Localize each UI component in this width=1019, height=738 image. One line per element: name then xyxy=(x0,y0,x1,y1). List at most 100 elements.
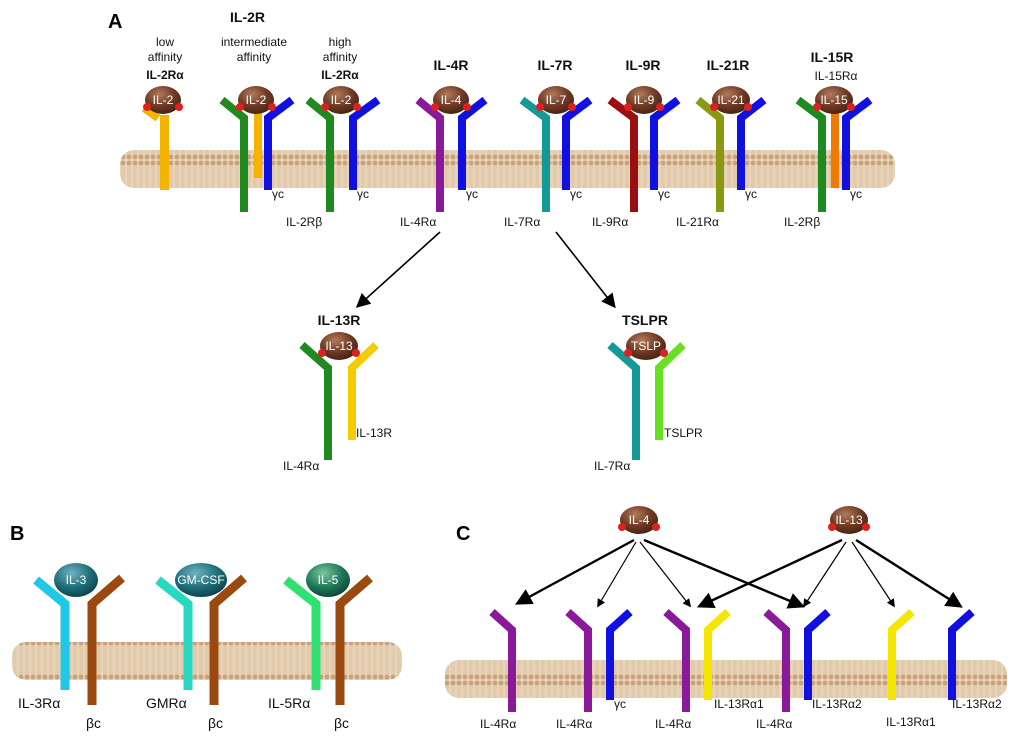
ligand-il9: IL-9 xyxy=(624,86,664,114)
receptor-c-il13ra1-2 xyxy=(888,609,915,700)
il13r-chain-label: IL-13R xyxy=(356,426,392,440)
c-il13ra1-label-1: IL-13Rα1 xyxy=(714,697,764,711)
panel-label-a: A xyxy=(108,11,122,33)
receptor-gmra xyxy=(155,576,193,690)
receptor-gc-il4r xyxy=(458,96,488,190)
tslpr-il7ra-label: IL-7Rα xyxy=(594,459,630,473)
intermediate-affinity-line1: intermediate xyxy=(221,35,287,49)
receptor-gc-high xyxy=(349,96,381,190)
arrow-il4-to-il4ra xyxy=(515,538,635,605)
il13r-title: IL-13R xyxy=(318,312,361,328)
arrow-il13-to-il13ra2 xyxy=(855,538,963,608)
receptor-c-il13ra1-1 xyxy=(704,609,731,700)
il9r-title: IL-9R xyxy=(626,57,661,73)
il2r-title: IL-2R xyxy=(230,9,265,25)
receptor-il13r-chain xyxy=(348,342,379,440)
gc-label-7: γc xyxy=(850,187,862,201)
receptor-gc-il7r xyxy=(562,96,593,190)
svg-text:GM-CSF: GM-CSF xyxy=(177,573,224,587)
low-affinity-il2ra: IL-2Rα xyxy=(146,68,184,82)
ligand-il4-c: IL-4 xyxy=(618,506,660,534)
high-affinity-line1: high xyxy=(329,35,352,49)
ligand-il13-c: IL-13 xyxy=(828,506,870,534)
c-il4ra-label-1: IL-4Rα xyxy=(480,717,516,731)
ligand-il15: IL-15 xyxy=(813,86,855,114)
receptor-gc-il9r xyxy=(650,96,681,190)
svg-text:TSLP: TSLP xyxy=(631,339,661,353)
receptor-c-il4ra-4 xyxy=(763,609,790,712)
gc-label-4: γc xyxy=(570,187,582,201)
svg-text:IL-2: IL-2 xyxy=(246,93,267,107)
tslpr-chain-label: TSLPR xyxy=(664,426,703,440)
arrow-il4ra-to-il13r xyxy=(355,231,441,308)
c-il4ra-label-2: IL-4Rα xyxy=(556,717,592,731)
svg-text:IL-3: IL-3 xyxy=(66,573,87,587)
il13r-il4ra-label: IL-4Rα xyxy=(283,459,319,473)
gc-label-6: γc xyxy=(745,187,757,201)
il4ra-label-a: IL-4Rα xyxy=(400,215,436,229)
bc-label-2: βc xyxy=(208,715,223,731)
arrow-il13-to-il4ra-il13ra2 xyxy=(803,541,847,608)
ligand-il2-low: IL-2 xyxy=(143,86,183,114)
ligand-tslp: TSLP xyxy=(624,332,668,360)
ligand-il21: IL-21 xyxy=(710,86,752,114)
ligand-il5: IL-5 xyxy=(306,563,350,597)
svg-text:IL-13: IL-13 xyxy=(835,513,863,527)
high-affinity-il2ra: IL-2Rα xyxy=(321,68,359,82)
receptor-il21ra xyxy=(695,96,724,212)
receptor-il9ra xyxy=(607,96,638,212)
receptor-gc-il21r xyxy=(737,96,767,190)
il7ra-label-a: IL-7Rα xyxy=(504,215,540,229)
receptor-il4ra xyxy=(415,96,444,212)
il2rb-label-1: IL-2Rβ xyxy=(286,215,322,229)
receptor-c-il13ra2-2 xyxy=(948,609,975,700)
arrow-il13-to-type2 xyxy=(696,538,843,608)
panel-label-b: B xyxy=(10,523,24,545)
receptor-il5ra xyxy=(283,576,321,690)
c-gc-label: γc xyxy=(614,697,626,711)
receptor-c-il4ra-2 xyxy=(565,609,592,712)
svg-text:IL-2: IL-2 xyxy=(331,93,352,107)
gc-label-3: γc xyxy=(466,187,478,201)
c-il4ra-label-4: IL-4Rα xyxy=(756,717,792,731)
receptor-il2ra-intermediate xyxy=(254,112,262,178)
receptor-bc-1 xyxy=(87,574,125,705)
svg-text:IL-13: IL-13 xyxy=(325,339,353,353)
receptor-il7ra-tslpr xyxy=(607,342,640,460)
il3ra-label: IL-3Rα xyxy=(18,695,60,711)
ligand-il4-a: IL-4 xyxy=(431,86,471,114)
svg-text:IL-4: IL-4 xyxy=(629,513,650,527)
il15r-title: IL-15R xyxy=(811,49,854,65)
receptor-tslpr-chain xyxy=(655,342,686,440)
arrow-il13-to-il13ra1 xyxy=(851,541,895,608)
receptor-c-il4ra-1 xyxy=(489,609,516,712)
svg-text:IL-2: IL-2 xyxy=(153,93,174,107)
gmra-label: GMRα xyxy=(146,695,187,711)
il21r-title: IL-21R xyxy=(707,57,750,73)
low-affinity-line1: low xyxy=(156,35,174,49)
high-affinity-line2: affinity xyxy=(323,50,357,64)
bc-label-3: βc xyxy=(334,715,349,731)
panel-label-c: C xyxy=(456,523,470,545)
receptor-gc-il15r xyxy=(842,96,873,190)
il5ra-label: IL-5Rα xyxy=(268,695,310,711)
membrane-c xyxy=(445,660,1007,698)
arrow-il4-to-il4ra-il13ra2 xyxy=(643,538,806,609)
ligand-il3: IL-3 xyxy=(54,563,98,597)
receptor-c-il13ra2-1 xyxy=(804,609,831,700)
c-il13ra2-label-2: IL-13Rα2 xyxy=(952,697,1002,711)
svg-text:IL-7: IL-7 xyxy=(546,93,567,107)
arrow-il4-to-type2 xyxy=(639,541,692,608)
il9ra-label: IL-9Rα xyxy=(592,215,628,229)
il15ra-label: IL-15Rα xyxy=(815,69,858,83)
il21ra-label: IL-21Rα xyxy=(676,215,719,229)
ligand-il2-high: IL-2 xyxy=(321,86,361,114)
ligand-il2-intermediate: IL-2 xyxy=(236,86,276,114)
svg-text:IL-5: IL-5 xyxy=(318,573,339,587)
c-il13ra2-label-1: IL-13Rα2 xyxy=(812,697,862,711)
ligand-il7: IL-7 xyxy=(536,86,576,114)
gc-label-5: γc xyxy=(658,187,670,201)
ligand-il13-a: IL-13 xyxy=(318,332,360,360)
gc-label-2: γc xyxy=(357,187,369,201)
